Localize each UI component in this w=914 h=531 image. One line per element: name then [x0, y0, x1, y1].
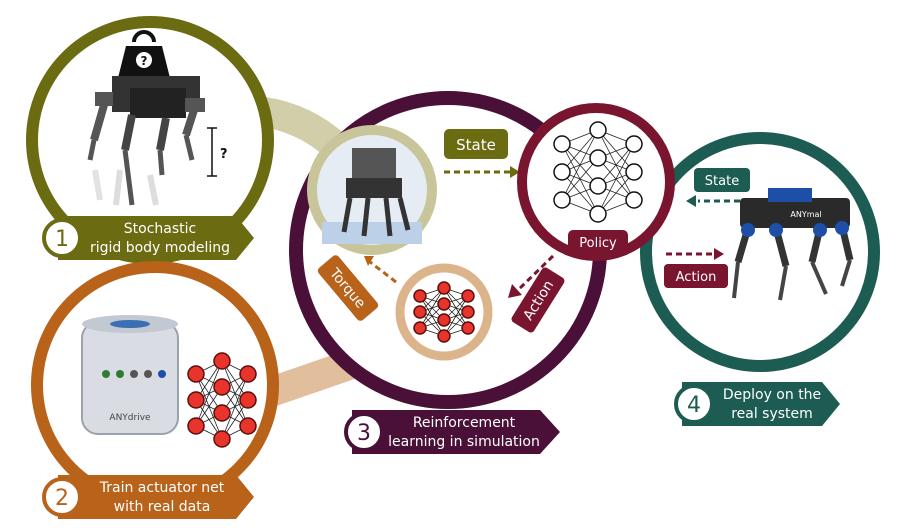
- step1-banner: [58, 216, 254, 260]
- network-neuron: [437, 329, 451, 343]
- state-sim-box: [444, 129, 508, 159]
- state-sim-label: State: [456, 136, 496, 154]
- action-real-label: Action: [676, 270, 717, 285]
- step4-number: 4: [687, 393, 701, 418]
- network-neuron: [461, 321, 475, 335]
- network-edge: [419, 287, 445, 329]
- length-unknown-mark: ?: [220, 147, 228, 162]
- quadruped-robot-icon: ?: [87, 76, 228, 206]
- network-neuron: [553, 135, 571, 153]
- mass-unknown-mark: ?: [141, 54, 148, 68]
- state-real-label: State: [705, 174, 739, 189]
- weight-icon: ?: [118, 30, 170, 78]
- network-neuron: [239, 391, 257, 409]
- state-sim-arrowhead-icon: [510, 166, 520, 178]
- network-neuron: [553, 163, 571, 181]
- sim-robot-icon: [322, 148, 422, 244]
- network-edge: [561, 129, 599, 173]
- step1-number: 1: [55, 227, 69, 252]
- network-neuron: [589, 205, 607, 223]
- network-neuron: [461, 289, 475, 303]
- step3-number: 3: [357, 421, 371, 446]
- policy-panel: Policy: [517, 103, 675, 261]
- step2-banner: [58, 475, 254, 519]
- action-real-box: [664, 264, 728, 288]
- network-neuron: [437, 281, 451, 295]
- actuator-neural-network-icon: [187, 352, 257, 448]
- network-edge: [597, 143, 635, 215]
- step1-panel: ? ? 1 Stoch: [26, 16, 274, 264]
- step4-title-line2: real system: [731, 406, 813, 422]
- network-neuron: [437, 297, 451, 311]
- torque-arrow: [369, 260, 397, 284]
- sim-actuator-neural-network-icon: [413, 281, 475, 343]
- network-neuron: [213, 430, 231, 448]
- network-neuron: [437, 313, 451, 327]
- step3-banner: [352, 410, 560, 454]
- network-neuron: [589, 177, 607, 195]
- network-edge: [597, 171, 635, 215]
- action-sim-arrow: [516, 254, 555, 292]
- policy-neural-network-icon: [553, 121, 643, 223]
- network-neuron: [187, 417, 205, 435]
- step2-number: 2: [55, 486, 69, 511]
- action-real-arrowhead-icon: [714, 248, 724, 260]
- network-neuron: [413, 289, 427, 303]
- step2-panel: ANYdrive 2 Train actuator net with real …: [31, 261, 279, 519]
- real-robot-icon: ANYmal: [732, 188, 854, 301]
- real-system-circle: [640, 132, 880, 372]
- network-neuron: [239, 365, 257, 383]
- network-neuron: [413, 321, 427, 335]
- network-neuron: [461, 305, 475, 319]
- network-neuron: [625, 135, 643, 153]
- network-neuron: [213, 378, 231, 396]
- state-real-box: [694, 168, 750, 192]
- step3-title-line2: learning in simulation: [388, 434, 540, 450]
- network-edge: [221, 373, 249, 440]
- policy-box: [568, 230, 628, 254]
- drive-brand-label: ANYdrive: [109, 413, 151, 423]
- network-edge: [561, 129, 599, 201]
- policy-label: Policy: [579, 236, 617, 251]
- network-neuron: [589, 149, 607, 167]
- step1-number-badge: [42, 218, 82, 258]
- step3-title-line1: Reinforcement: [413, 415, 516, 431]
- network-neuron: [239, 417, 257, 435]
- network-neuron: [213, 352, 231, 370]
- step4-panel: ANYmal State Action 4 Deploy on the: [640, 132, 880, 426]
- step4-title-line1: Deploy on the: [723, 387, 821, 403]
- network-neuron: [187, 365, 205, 383]
- network-neuron: [553, 191, 571, 209]
- network-neuron: [187, 391, 205, 409]
- actuator-icon: ANYdrive: [81, 315, 179, 435]
- sim-actuator-net-circle: [395, 263, 493, 361]
- robot-brand-label: ANYmal: [790, 210, 821, 219]
- network-edge: [195, 360, 223, 427]
- network-neuron: [589, 121, 607, 139]
- network-neuron: [213, 404, 231, 422]
- network-edge: [597, 143, 635, 187]
- step3-number-badge: [344, 412, 384, 452]
- step2-title-line2: with real data: [114, 499, 211, 515]
- step1-title-line2: rigid body modeling: [90, 240, 230, 256]
- step4-banner: [682, 382, 840, 426]
- state-real-arrowhead-icon: [686, 195, 696, 207]
- network-neuron: [625, 191, 643, 209]
- network-neuron: [625, 163, 643, 181]
- step1-title-line1: Stochastic: [124, 221, 196, 237]
- action-sim-arrowhead-icon: [508, 284, 522, 298]
- network-edge: [443, 295, 469, 337]
- step3-panel: State Action Torque 3 Reinforcement lear…: [289, 91, 607, 454]
- step4-number-badge: [674, 384, 714, 424]
- network-neuron: [413, 305, 427, 319]
- torque-arrowhead-icon: [364, 256, 374, 266]
- step2-title-line1: Train actuator net: [99, 480, 225, 496]
- step2-number-badge: [42, 477, 82, 517]
- network-edge: [561, 157, 599, 201]
